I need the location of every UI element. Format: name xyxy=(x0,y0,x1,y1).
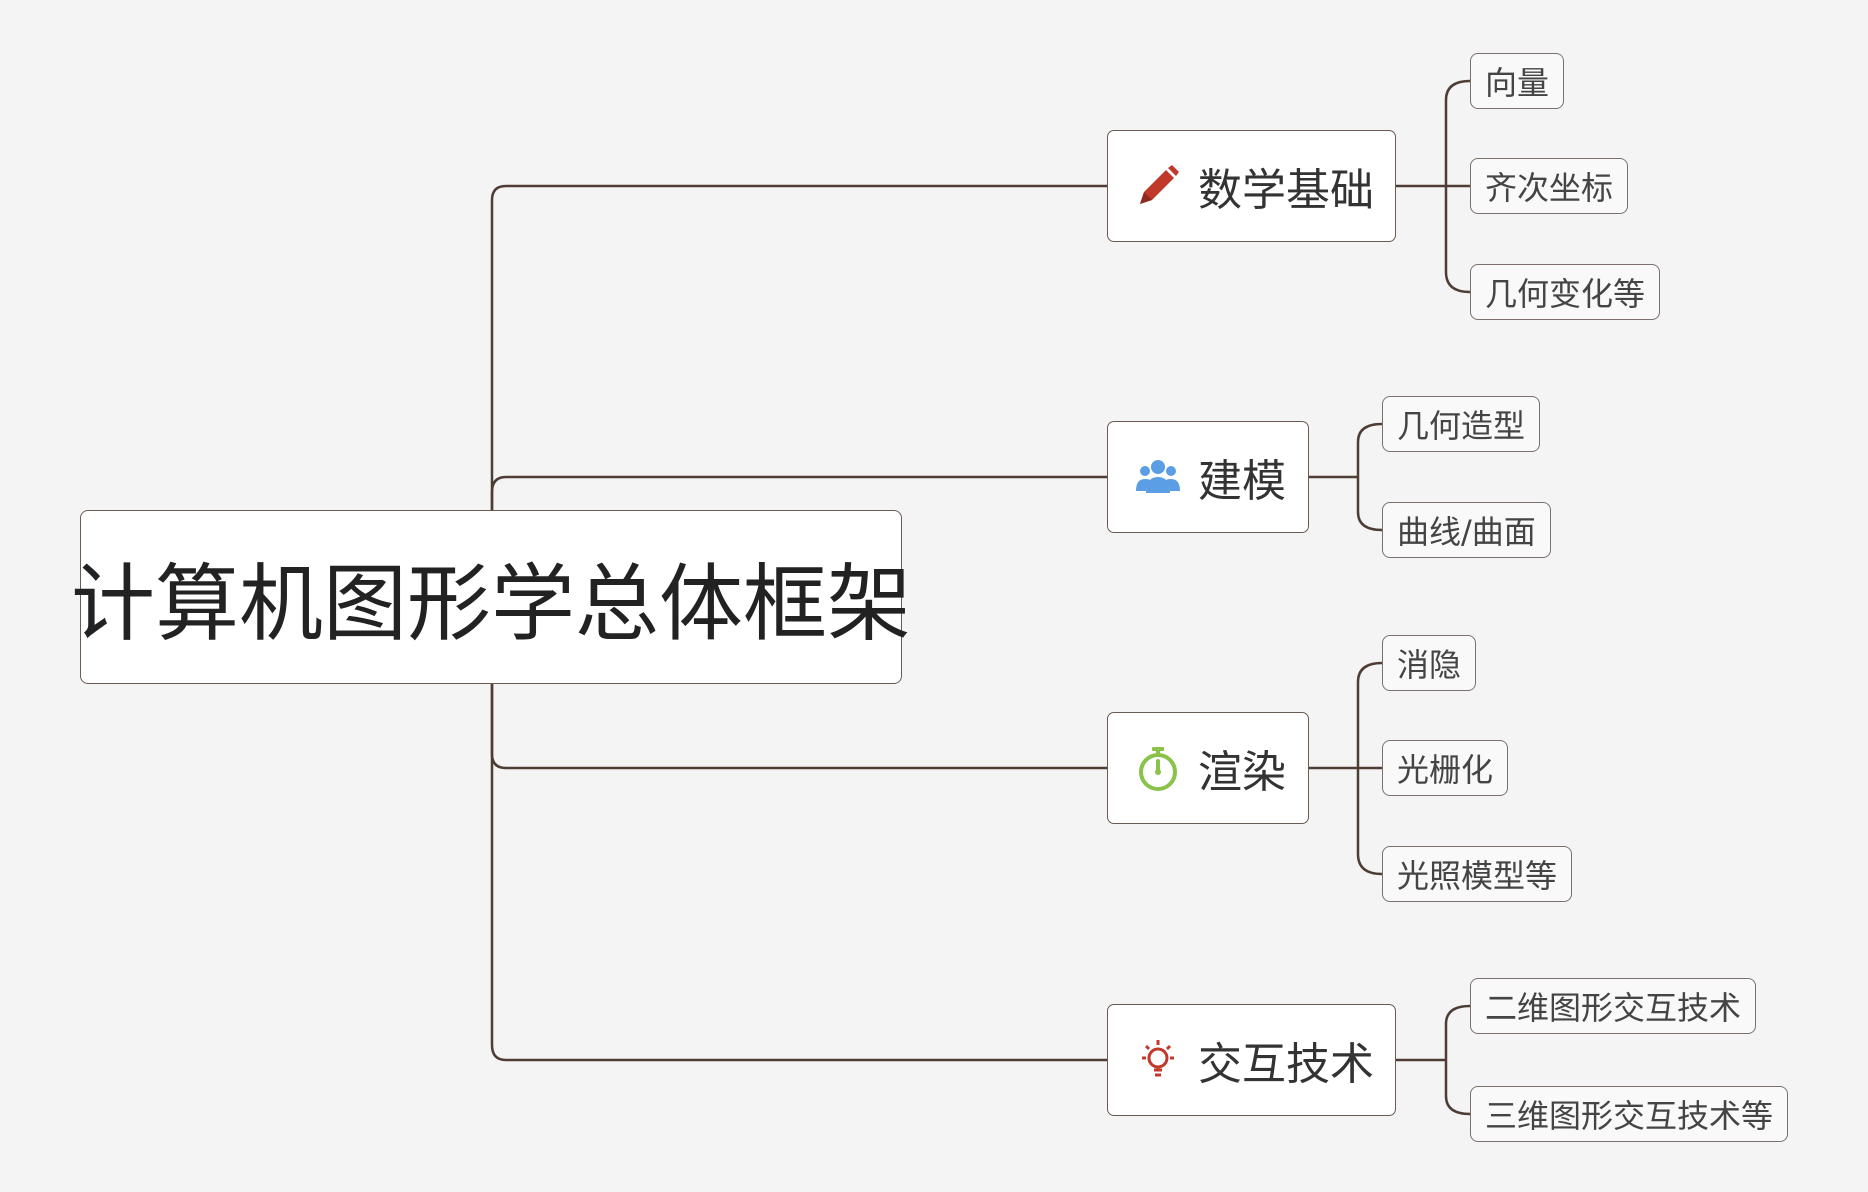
leaf-topic[interactable]: 消隐 xyxy=(1382,635,1477,691)
leaf-topic[interactable]: 二维图形交互技术 xyxy=(1470,978,1757,1034)
branch-topic-modeling[interactable]: 建模 xyxy=(1107,421,1309,533)
connector-root-branch-4 xyxy=(490,684,1107,1062)
leaf-topic-label: 三维图形交互技术等 xyxy=(1485,1097,1774,1135)
connector-branch-2-bracket xyxy=(1356,422,1383,532)
root-topic[interactable]: 计算机图形学总体框架 xyxy=(71,510,911,684)
leaf-topic-label: 消隐 xyxy=(1397,646,1462,684)
stopwatch-icon xyxy=(1139,747,1177,791)
connector-branch-3-bracket xyxy=(1356,661,1383,876)
pencil-icon xyxy=(1140,165,1179,204)
leaf-topic-label: 二维图形交互技术 xyxy=(1485,989,1742,1027)
branch-topic-math[interactable]: 数学基础 xyxy=(1107,130,1396,242)
leaf-topic[interactable]: 向量 xyxy=(1470,53,1565,109)
branch-topic-rendering[interactable]: 渲染 xyxy=(1107,712,1309,824)
leaf-topic[interactable]: 曲线/曲面 xyxy=(1382,502,1551,558)
leaf-topic[interactable]: 齐次坐标 xyxy=(1470,158,1629,214)
lightbulb-icon xyxy=(1142,1040,1174,1077)
leaf-topic-label: 曲线/曲面 xyxy=(1397,513,1536,551)
leaf-topic[interactable]: 几何造型 xyxy=(1382,396,1541,452)
leaf-topic-label: 几何变化等 xyxy=(1485,275,1646,313)
connector-branch-4-bracket xyxy=(1444,1004,1471,1116)
branch-topic-label: 数学基础 xyxy=(1198,165,1374,216)
connector-root-branch-1 xyxy=(490,184,1107,510)
leaf-topic-label: 光栅化 xyxy=(1397,751,1494,789)
leaf-topic[interactable]: 光照模型等 xyxy=(1382,846,1573,902)
root-topic-label: 计算机图形学总体框架 xyxy=(71,554,912,653)
leaf-topic[interactable]: 光栅化 xyxy=(1382,740,1509,796)
connector-root-branch-2 xyxy=(490,475,1107,510)
leaf-topic[interactable]: 几何变化等 xyxy=(1470,264,1661,320)
leaf-topic[interactable]: 三维图形交互技术等 xyxy=(1470,1086,1789,1142)
leaf-topic-label: 齐次坐标 xyxy=(1485,169,1614,207)
branch-topic-label: 渲染 xyxy=(1198,747,1286,798)
leaf-topic-label: 几何造型 xyxy=(1397,407,1526,445)
branch-topic-label: 交互技术 xyxy=(1198,1039,1374,1090)
branch-topic-label: 建模 xyxy=(1198,456,1286,507)
leaf-topic-label: 光照模型等 xyxy=(1397,857,1558,895)
connector-root-branch-3 xyxy=(490,684,1107,770)
branch-topic-interaction[interactable]: 交互技术 xyxy=(1107,1004,1396,1116)
leaf-topic-label: 向量 xyxy=(1485,64,1550,102)
users-icon xyxy=(1136,460,1180,493)
